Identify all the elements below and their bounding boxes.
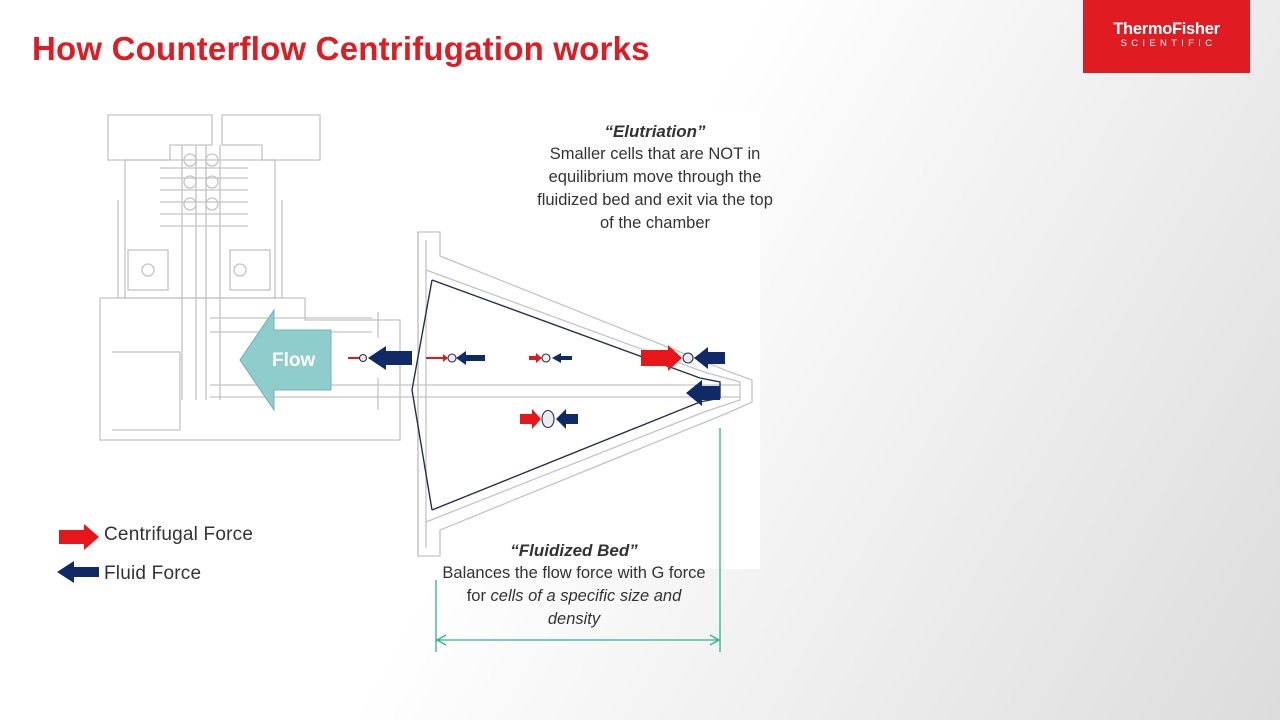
thermofisher-logo: ThermoFisher SCIENTIFIC — [1083, 0, 1250, 73]
elutriation-body: Smaller cells that are NOT in equilibriu… — [537, 145, 773, 232]
elutriation-annotation: “Elutriation” Smaller cells that are NOT… — [530, 120, 780, 235]
spring-stack — [160, 167, 248, 227]
base-body — [99, 297, 401, 441]
base-inner — [112, 351, 181, 431]
cell-large — [541, 409, 555, 429]
fluid-arrow-3 — [552, 353, 572, 363]
fluidized-bed-body: Balances the flow force with G force for — [442, 564, 706, 605]
housing-side — [117, 200, 283, 298]
chamber-cone — [431, 279, 721, 511]
logo-wordmark: ThermoFisher — [1113, 20, 1220, 38]
chamber-outer — [417, 231, 753, 557]
bed-arrowhead-right — [709, 634, 721, 646]
fluidized-bed-body-italic: cells of a specific size and density — [490, 587, 682, 628]
legend-fluid-label: Fluid Force — [104, 563, 202, 584]
legend-fluid-arrow — [57, 561, 99, 583]
fluid-arrow-1 — [368, 346, 412, 370]
seal-left — [127, 249, 169, 291]
centrifugal-arrow-3 — [529, 353, 542, 363]
fluid-arrow-4 — [694, 347, 725, 369]
cell-2 — [447, 353, 457, 363]
fluid-arrow-2 — [456, 351, 485, 365]
fluidized-bed-heading: “Fluidized Bed” — [510, 541, 638, 560]
housing-top-left — [107, 114, 213, 161]
seal-right — [229, 249, 271, 291]
cell-3 — [541, 353, 551, 363]
shaft-inner — [195, 145, 207, 400]
cell-1 — [358, 353, 368, 363]
legend-centrifugal-arrow — [59, 524, 99, 550]
bearing-right — [233, 263, 247, 277]
bed-arrowhead-left — [435, 634, 447, 646]
fluid-arrow-6 — [556, 409, 578, 429]
fluid-arrow-5 — [686, 380, 720, 406]
logo-subtitle: SCIENTIFIC — [1120, 38, 1217, 49]
bearing-left — [141, 263, 155, 277]
cell-4 — [682, 352, 694, 364]
fluidized-bed-annotation: “Fluidized Bed” Balances the flow force … — [440, 539, 708, 631]
chamber-cap — [417, 232, 427, 556]
centrifugal-arrow-5 — [520, 409, 541, 429]
chamber-cone-base — [411, 279, 433, 511]
shaft-outer — [181, 145, 221, 400]
elutriation-heading: “Elutriation” — [604, 122, 706, 141]
page-title: How Counterflow Centrifugation works — [32, 30, 650, 67]
flow-arrow — [239, 308, 332, 412]
centrifugal-arrow-4 — [641, 345, 682, 371]
housing-body — [124, 159, 276, 299]
diagram-background — [96, 112, 760, 569]
housing-top-right — [221, 114, 321, 161]
legend-centrifugal-label: Centrifugal Force — [104, 524, 254, 545]
flow-label: Flow — [272, 350, 316, 371]
centrifugal-arrow-2 — [426, 354, 448, 362]
